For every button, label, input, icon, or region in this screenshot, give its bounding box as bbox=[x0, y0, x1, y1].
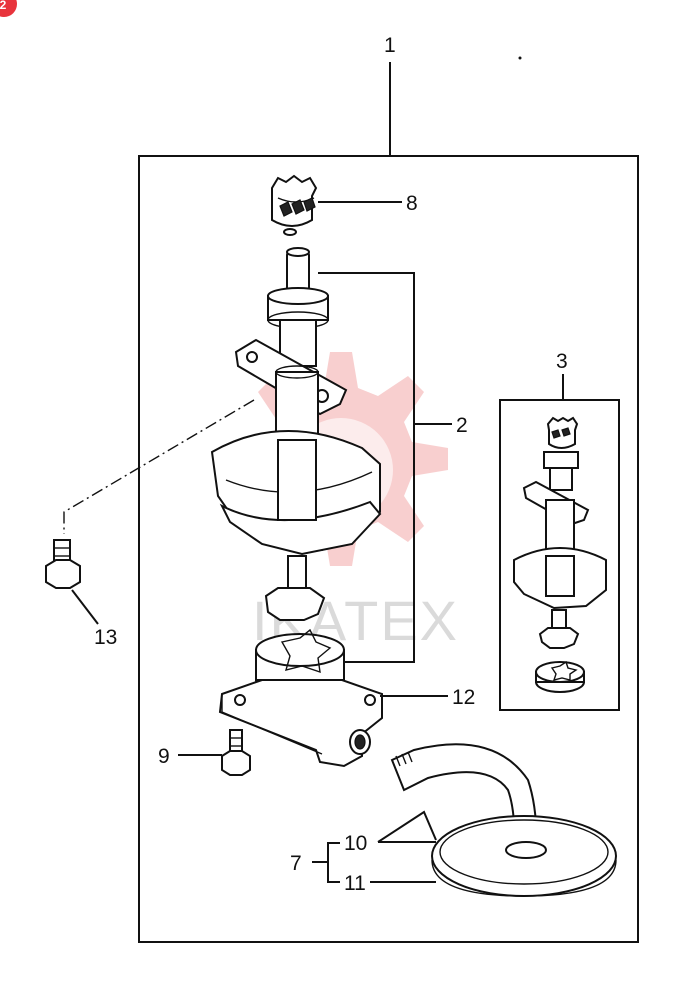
callout-10: 10 bbox=[344, 832, 367, 855]
pump-assembly-inset bbox=[513, 416, 607, 693]
callout-2: 2 bbox=[456, 414, 468, 437]
drive-gear bbox=[271, 174, 318, 236]
callout-13: 13 bbox=[94, 626, 117, 649]
callout-12: 12 bbox=[452, 686, 475, 709]
corner-badge-label: 2 bbox=[0, 0, 7, 12]
oil-strainer bbox=[390, 743, 617, 897]
corner-badge: 2 bbox=[0, 0, 17, 17]
leader-10-split bbox=[377, 810, 437, 843]
leader-13 bbox=[71, 589, 99, 625]
assembly-frame bbox=[138, 155, 639, 943]
inset-frame-3 bbox=[499, 399, 620, 711]
leader-13-dashdot bbox=[63, 399, 255, 534]
pump-housing bbox=[218, 679, 383, 768]
callout-11: 11 bbox=[344, 872, 366, 895]
bracket-2 bbox=[318, 272, 415, 663]
callout-7: 7 bbox=[290, 852, 302, 875]
callout-3: 3 bbox=[556, 350, 568, 373]
callout-1: 1 bbox=[384, 34, 396, 57]
bolt-9 bbox=[221, 729, 251, 776]
bolt-13 bbox=[45, 539, 81, 589]
bracket-7 bbox=[327, 842, 340, 883]
callout-8: 8 bbox=[406, 192, 418, 215]
speck bbox=[518, 56, 522, 60]
callout-9: 9 bbox=[158, 745, 170, 768]
pump-shaft-assembly bbox=[210, 247, 382, 621]
